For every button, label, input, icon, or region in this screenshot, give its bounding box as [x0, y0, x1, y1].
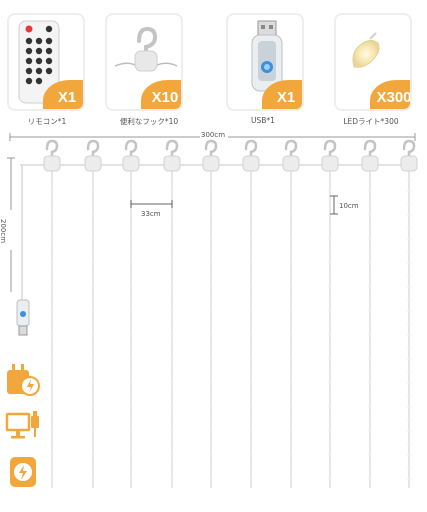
hook-icon [242, 139, 260, 172]
item-card-hook: X10 [105, 13, 183, 111]
hook-icon [113, 21, 179, 95]
light-strand [163, 139, 181, 488]
width-dimension-line [9, 131, 416, 142]
height-label: 200cm [0, 218, 8, 244]
height-dimension-line [6, 157, 16, 292]
item-label-remote: リモコン*1 [27, 117, 67, 126]
power-bank-icon [5, 454, 41, 490]
light-strand [202, 139, 220, 488]
strand-spacing-label: 33cm [141, 210, 161, 218]
power-adapter-icon [5, 362, 41, 398]
light-strand [43, 139, 61, 488]
light-strand [400, 139, 418, 488]
hook-icon [122, 139, 140, 172]
hook-icon [400, 139, 418, 172]
light-strand [242, 139, 260, 488]
quantity-badge: X1 [262, 80, 302, 109]
hook-icon [163, 139, 181, 172]
light-strand [84, 139, 102, 488]
usb-plug-icon [16, 299, 30, 336]
bulb-spacing-label: 10cm [339, 202, 359, 210]
item-card-usb: X1 [226, 13, 304, 111]
light-strand [122, 139, 140, 488]
hook-icon [202, 139, 220, 172]
hook-icon [43, 139, 61, 172]
light-strand [361, 139, 379, 488]
hook-icon [84, 139, 102, 172]
width-label: 300cm [201, 131, 226, 139]
item-label-led: LEDライト*300 [343, 117, 399, 126]
light-strand [321, 139, 339, 488]
light-strand [282, 139, 300, 488]
bulb-spacing-marker [330, 195, 338, 215]
hook-icon [321, 139, 339, 172]
item-card-led: X300 [334, 13, 412, 111]
item-label-usb: USB*1 [251, 116, 275, 125]
quantity-badge: X1 [43, 80, 83, 109]
item-label-hook: 便利なフック*10 [119, 117, 179, 126]
strand-spacing-marker [130, 200, 173, 208]
item-card-remote: X1 [7, 13, 85, 111]
hook-icon [282, 139, 300, 172]
computer-usb-icon [5, 408, 41, 444]
led-bulb-icon [346, 29, 386, 83]
hook-icon [361, 139, 379, 172]
remote-control-icon [17, 19, 61, 109]
